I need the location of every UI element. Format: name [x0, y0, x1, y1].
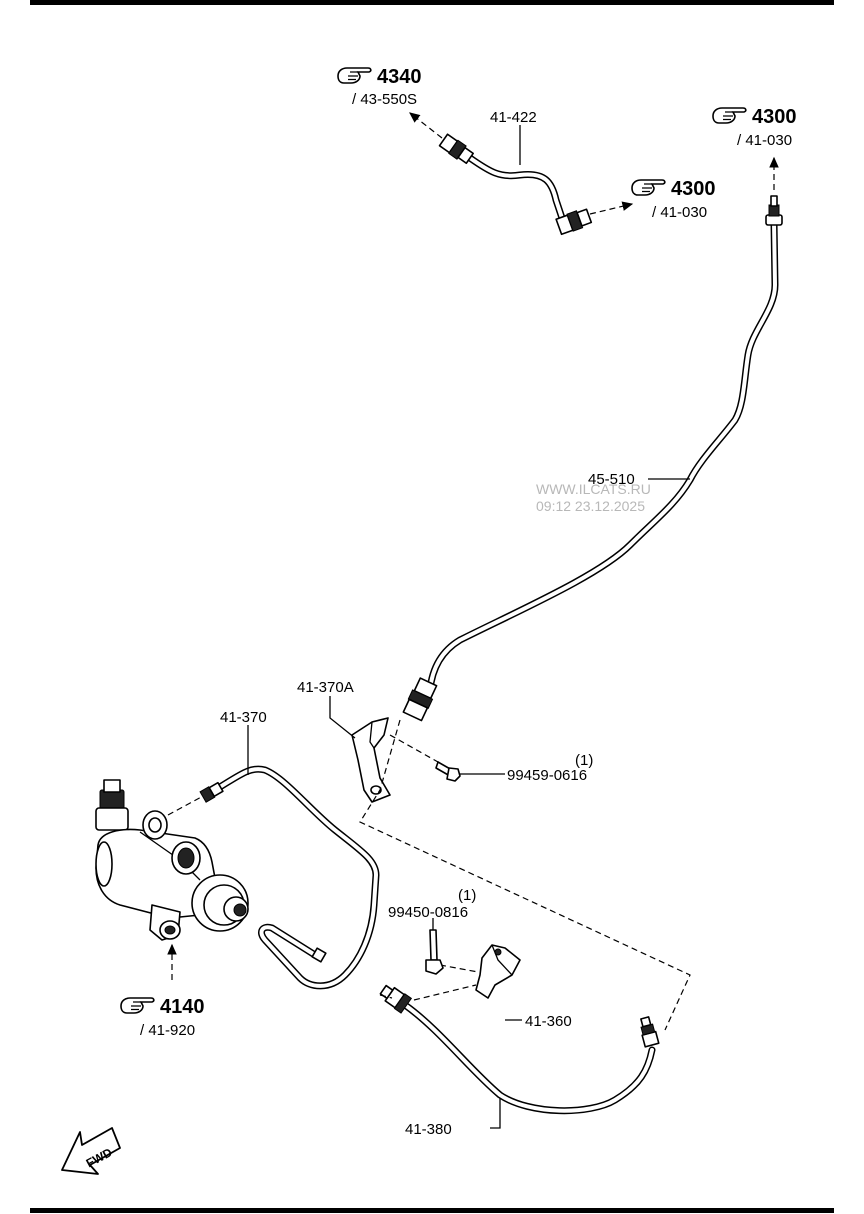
pointing-hand-icon: [120, 997, 155, 1014]
fwd-arrow-icon: FWD: [61, 1127, 121, 1175]
label-41-370[interactable]: 41-370: [220, 709, 267, 726]
pointing-hand-icon: [631, 179, 666, 196]
ref-number: 4300: [752, 106, 797, 128]
ref-number: 4140: [160, 996, 205, 1018]
pointing-hand-icon: [712, 107, 747, 124]
ref-4300-top[interactable]: 4300 / 41-030: [712, 106, 797, 149]
watermark-site: WWW.ILCATS.RU: [536, 481, 651, 497]
clutch-release-cylinder[interactable]: [95, 779, 249, 941]
pointing-hand-icon: [337, 67, 372, 84]
hose-41-380[interactable]: [378, 982, 660, 1115]
ref-4140[interactable]: 4140 / 41-920: [120, 996, 205, 1039]
label-41-380[interactable]: 41-380: [405, 1121, 452, 1138]
label-41-422[interactable]: 41-422: [490, 109, 537, 126]
bottom-border: [30, 1208, 834, 1213]
ref-number: 4340: [377, 66, 422, 88]
pipe-41-370[interactable]: [199, 765, 380, 990]
bracket-41-370a[interactable]: [351, 717, 391, 803]
label-99450-qty: (1): [458, 887, 476, 904]
ref-4340[interactable]: 4340 / 43-550S: [337, 66, 422, 108]
label-41-370a[interactable]: 41-370A: [297, 679, 354, 696]
top-border: [30, 0, 834, 5]
bolt-99450-0816[interactable]: [425, 929, 444, 975]
label-41-360[interactable]: 41-360: [525, 1013, 572, 1030]
ref-number: 4300: [671, 178, 716, 200]
watermark-stamp: 09:12 23.12.2025: [536, 498, 645, 514]
bracket-41-360[interactable]: [475, 944, 521, 999]
ref-sub: / 41-030: [737, 132, 792, 149]
ref-sub: / 41-030: [652, 204, 707, 221]
ref-sub: / 41-920: [140, 1022, 195, 1039]
label-99459-qty: (1): [575, 752, 593, 769]
bolt-99459-0616[interactable]: [435, 761, 461, 782]
pipe-45-510[interactable]: [402, 195, 783, 722]
pipe-41-422[interactable]: [438, 133, 593, 236]
label-45-510[interactable]: 45-510: [588, 471, 635, 488]
ref-4300-mid[interactable]: 4300 / 41-030: [631, 178, 716, 221]
label-99459-0616[interactable]: 99459-0616: [507, 767, 587, 784]
ref-sub: / 43-550S: [352, 91, 417, 108]
label-99450-0816[interactable]: 99450-0816: [388, 904, 468, 921]
